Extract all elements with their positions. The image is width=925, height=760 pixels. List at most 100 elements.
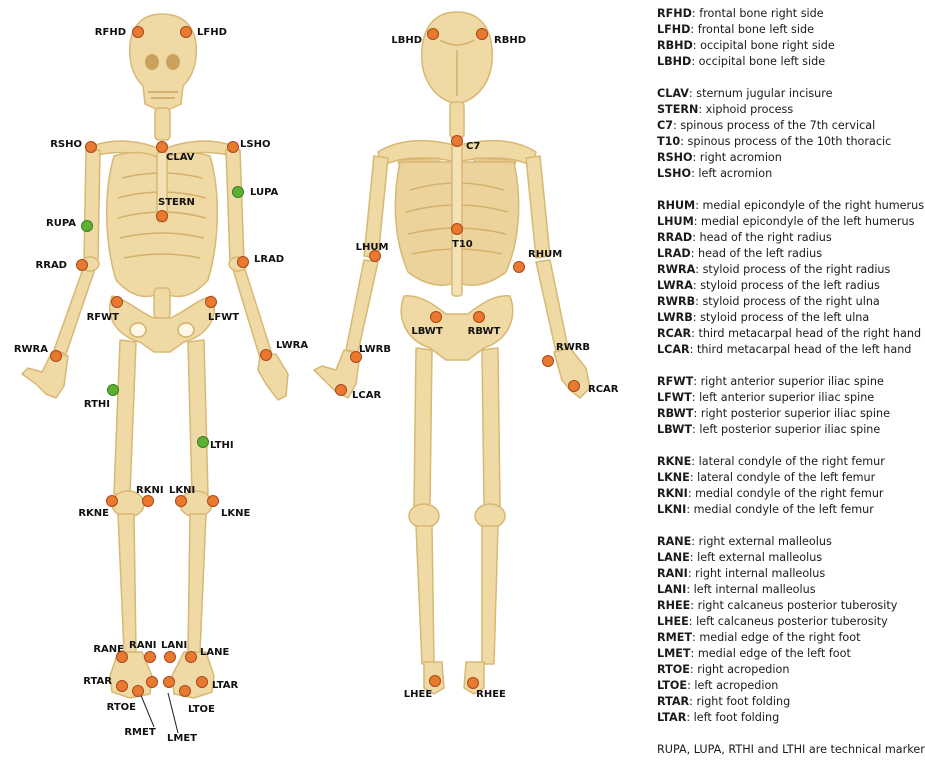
legend-group-gap xyxy=(657,358,925,374)
legend-description: sternum jugular incisure xyxy=(696,87,832,100)
legend-code: STERN xyxy=(657,103,698,116)
legend-entry-rbhd: RBHD: occipital bone right side xyxy=(657,38,925,54)
lmet-leader-line xyxy=(168,693,178,733)
marker-rani xyxy=(145,652,156,663)
marker-ltar xyxy=(197,677,208,688)
legend-entry-lfwt: LFWT: left anterior superior iliac spine xyxy=(657,390,925,406)
legend-description: right acromion xyxy=(700,151,782,164)
marker-label-rsho: RSHO xyxy=(50,139,82,150)
marker-label-rbwt: RBWT xyxy=(468,326,501,337)
marker-label-rupa: RUPA xyxy=(46,218,76,229)
legend-code: RFHD xyxy=(657,7,692,20)
marker-lane xyxy=(186,652,197,663)
legend-description: medial epicondyle of the left humerus xyxy=(701,215,914,228)
legend-separator: : xyxy=(680,135,687,148)
legend-description: frontal bone right side xyxy=(699,7,823,20)
legend-code: RSHO xyxy=(657,151,693,164)
legend-code: RANI xyxy=(657,567,688,580)
legend-code: LBHD xyxy=(657,55,691,68)
legend-entry-rmet: RMET: medial edge of the right foot xyxy=(657,630,925,646)
legend-code: RCAR xyxy=(657,327,691,340)
legend-code: LHUM xyxy=(657,215,694,228)
marker-label-rkni: RKNI xyxy=(136,485,164,496)
legend-code: T10 xyxy=(657,135,680,148)
marker-c7 xyxy=(452,136,463,147)
legend-description: left posterior superior iliac spine xyxy=(699,423,880,436)
marker-label-lkni: LKNI xyxy=(169,485,195,496)
marker-lkne xyxy=(208,496,219,507)
legend-separator: : xyxy=(698,103,705,116)
legend-entry-rbwt: RBWT: right posterior superior iliac spi… xyxy=(657,406,925,422)
legend-code: RKNE xyxy=(657,455,691,468)
marker-rbwt xyxy=(474,312,485,323)
legend-separator: : xyxy=(691,455,698,468)
legend-code: CLAV xyxy=(657,87,689,100)
legend-code: LRAD xyxy=(657,247,691,260)
marker-rkne xyxy=(107,496,118,507)
marker-rmet xyxy=(133,686,144,697)
legend-separator: : xyxy=(694,215,701,228)
marker-rwra xyxy=(51,351,62,362)
legend-description: medial epicondyle of the right humerus xyxy=(703,199,925,212)
marker-label-lane: LANE xyxy=(200,647,229,658)
marker-legend: RFHD: frontal bone right sideLFHD: front… xyxy=(657,6,925,758)
legend-entry-rkni: RKNI: medial condyle of the right femur xyxy=(657,486,925,502)
marker-rhee xyxy=(468,678,479,689)
legend-description: third metacarpal head of the right hand xyxy=(698,327,921,340)
legend-description: left anterior superior iliac spine xyxy=(699,391,874,404)
legend-description: left calcaneus posterior tuberosity xyxy=(696,615,888,628)
marker-rthi xyxy=(108,385,119,396)
marker-label-lmet: LMET xyxy=(167,733,197,744)
marker-lsho xyxy=(228,142,239,153)
legend-description: frontal bone left side xyxy=(698,23,814,36)
legend-entry-rwra: RWRA: styloid process of the right radiu… xyxy=(657,262,925,278)
marker-lbwt xyxy=(431,312,442,323)
marker-label-lsho: LSHO xyxy=(240,139,270,150)
marker-lhum xyxy=(370,251,381,262)
legend-separator: : xyxy=(686,503,693,516)
marker-label-lbwt: LBWT xyxy=(411,326,442,337)
legend-entry-lane: LANE: left external malleolus xyxy=(657,550,925,566)
marker-label-rfwt: RFWT xyxy=(87,312,120,323)
legend-code: RHUM xyxy=(657,199,695,212)
legend-entry-rwrb: RWRB: styloid process of the right ulna xyxy=(657,294,925,310)
legend-code: LBWT xyxy=(657,423,692,436)
legend-entry-rhee: RHEE: right calcaneus posterior tuberosi… xyxy=(657,598,925,614)
marker-label-rthi: RTHI xyxy=(84,399,110,410)
legend-code: LKNE xyxy=(657,471,690,484)
marker-label-lfhd: LFHD xyxy=(197,27,227,38)
legend-description: right foot folding xyxy=(696,695,790,708)
legend-entry-lmet: LMET: medial edge of the left foot xyxy=(657,646,925,662)
legend-separator: : xyxy=(689,615,696,628)
legend-entry-c7: C7: spinous process of the 7th cervical xyxy=(657,118,925,134)
legend-code: RBHD xyxy=(657,39,693,52)
marker-label-lwra: LWRA xyxy=(276,340,308,351)
legend-separator: : xyxy=(692,391,699,404)
legend-entry-ltoe: LTOE: left acropedion xyxy=(657,678,925,694)
legend-separator: : xyxy=(694,407,701,420)
marker-lrad xyxy=(238,257,249,268)
marker-label-lcar: LCAR xyxy=(352,390,381,401)
legend-entry-lani: LANI: left internal malleolus xyxy=(657,582,925,598)
marker-t10 xyxy=(452,224,463,235)
legend-group-gap xyxy=(657,182,925,198)
legend-entry-lbhd: LBHD: occipital bone left side xyxy=(657,54,925,70)
marker-label-lwrb: LWRB xyxy=(359,344,391,355)
marker-label-lhee: LHEE xyxy=(404,689,433,700)
legend-code: RTOE xyxy=(657,663,690,676)
legend-code: LCAR xyxy=(657,343,690,356)
legend-description: third metacarpal head of the left hand xyxy=(697,343,911,356)
legend-entry-rani: RANI: right internal malleolus xyxy=(657,566,925,582)
marker-lupa xyxy=(233,187,244,198)
marker-label-rhum: RHUM xyxy=(528,249,562,260)
marker-label-rhee: RHEE xyxy=(476,689,506,700)
legend-code: LSHO xyxy=(657,167,691,180)
marker-rtar xyxy=(117,681,128,692)
legend-entry-rane: RANE: right external malleolus xyxy=(657,534,925,550)
legend-description: lateral condyle of the right femur xyxy=(699,455,885,468)
legend-description: left acropedion xyxy=(694,679,778,692)
marker-label-lani: LANI xyxy=(161,640,187,651)
marker-lhee xyxy=(430,676,441,687)
legend-entry-lbwt: LBWT: left posterior superior iliac spin… xyxy=(657,422,925,438)
marker-rcar xyxy=(569,381,580,392)
